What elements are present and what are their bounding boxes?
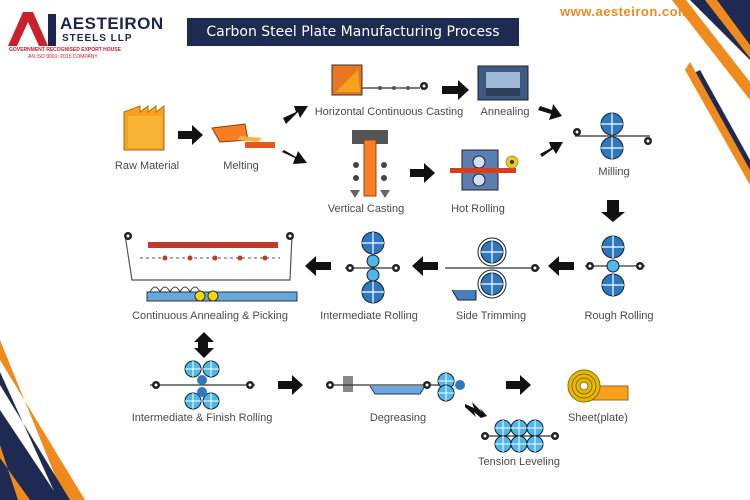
rough-rolling-illustration: [585, 235, 645, 297]
vertical-casting-illustration: [350, 130, 390, 198]
label-horizontal-casting: Horizontal Continuous Casting: [314, 106, 464, 118]
label-tension-leveling: Tension Leveling: [478, 456, 560, 468]
label-raw-material: Raw Material: [114, 160, 180, 172]
label-continuous-annealing: Continuous Annealing & Picking: [132, 310, 288, 322]
logo-tagline-2: AN ISO 9001: 2015 COMPANY: [28, 54, 98, 60]
tension-leveling-illustration: [481, 419, 559, 453]
website-link[interactable]: www.aesteiron.com: [560, 4, 691, 19]
label-intermediate-rolling: Intermediate Rolling: [320, 310, 418, 322]
label-finish-rolling: Intermediate & Finish Rolling: [131, 412, 273, 424]
flow-arrows: [178, 80, 625, 418]
continuous-annealing-illustration: [124, 232, 298, 302]
label-hot-rolling: Hot Rolling: [451, 203, 505, 215]
label-side-trimming: Side Trimming: [455, 310, 527, 322]
hot-rolling-illustration: [450, 149, 519, 191]
label-milling: Milling: [598, 166, 630, 178]
intermediate-rolling-illustration: [345, 231, 400, 304]
horizontal-casting-illustration: [331, 64, 428, 96]
milling-illustration: [573, 112, 652, 160]
label-sheet-plate: Sheet(plate): [568, 412, 628, 424]
annealing-illustration: [477, 65, 529, 101]
degreasing-illustration: [326, 372, 465, 402]
logo-name: AESTEIRON: [60, 14, 164, 33]
finish-rolling-illustration: [150, 360, 255, 410]
sheet-plate-illustration: [567, 369, 629, 403]
melting-illustration: [211, 123, 275, 148]
label-melting: Melting: [223, 160, 259, 172]
label-annealing: Annealing: [480, 106, 530, 118]
label-degreasing: Degreasing: [369, 412, 427, 424]
logo-tagline-1: GOVERNMENT RECOGNISED EXPORT HOUSE: [9, 47, 121, 53]
page-title: Carbon Steel Plate Manufacturing Process: [187, 18, 519, 46]
logo-sub: STEELS LLP: [62, 33, 133, 44]
logo-mark: [8, 12, 56, 46]
side-trimming-illustration: [445, 237, 540, 301]
label-rough-rolling: Rough Rolling: [584, 310, 654, 322]
label-vertical-casting: Vertical Casting: [327, 203, 405, 215]
raw-material-illustration: [123, 105, 165, 151]
